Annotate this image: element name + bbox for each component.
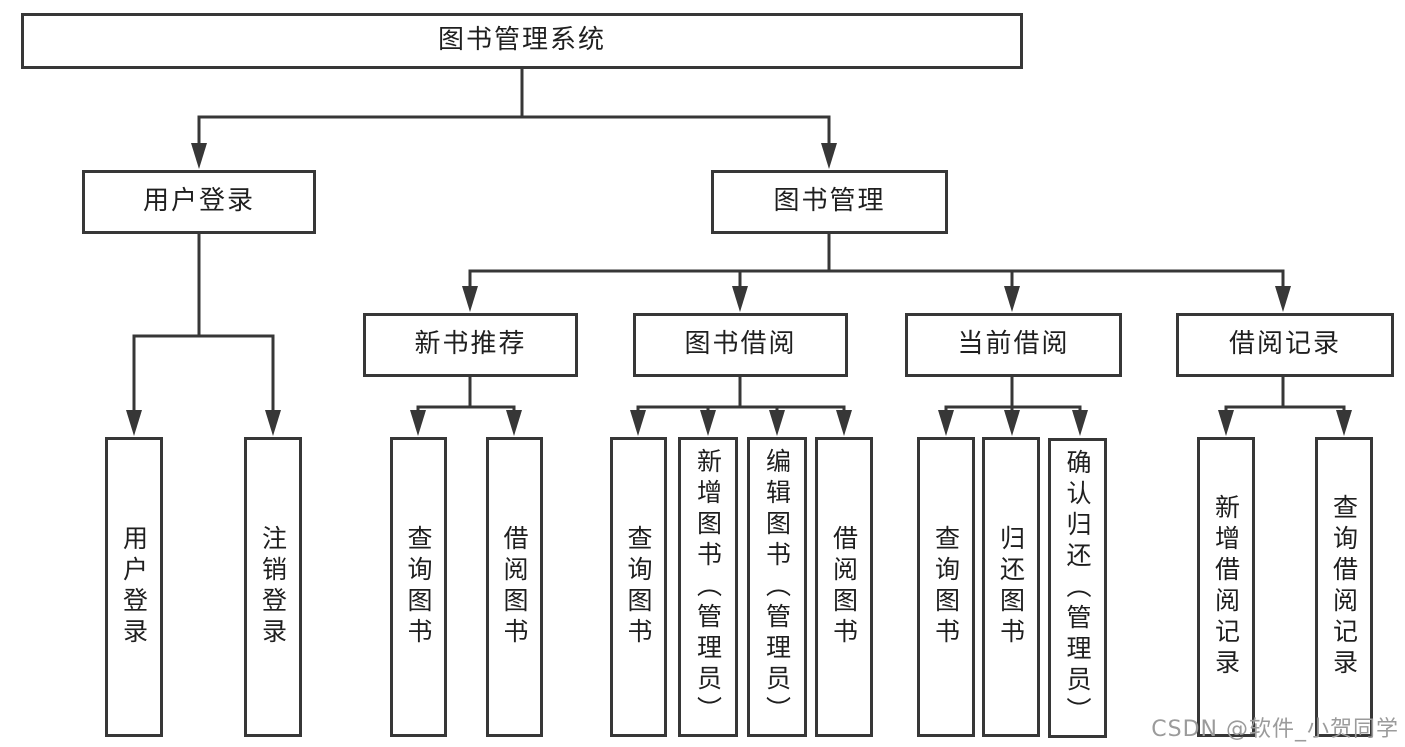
leaf-borrowing-add-books-admin: 新增图书（管理员） — [678, 437, 738, 737]
leaf-current-query-books: 查询图书 — [917, 437, 975, 737]
leaf-borrowing-edit-books-admin: 编辑图书（管理员） — [747, 437, 807, 737]
leaf-current-confirm-return-admin: 确认归还（管理员） — [1048, 438, 1107, 738]
leaf-current-return-books: 归还图书 — [982, 437, 1040, 737]
leaf-user-login: 用户登录 — [105, 437, 163, 737]
leaf-records-query-borrow-record: 查询借阅记录 — [1315, 437, 1373, 737]
node-book-management-branch: 图书管理 — [711, 170, 948, 234]
leaf-borrowing-borrow-books: 借阅图书 — [815, 437, 873, 737]
leaf-logout: 注销登录 — [244, 437, 302, 737]
node-user-login-branch: 用户登录 — [82, 170, 316, 234]
node-root-library-system: 图书管理系统 — [21, 13, 1023, 69]
connector-shafts — [132, 66, 1346, 416]
leaf-records-add-borrow-record: 新增借阅记录 — [1197, 437, 1255, 737]
leaf-recommend-query-books: 查询图书 — [390, 437, 447, 737]
node-new-book-recommend: 新书推荐 — [363, 313, 578, 377]
leaf-recommend-borrow-books: 借阅图书 — [486, 437, 543, 737]
node-current-borrowing: 当前借阅 — [905, 313, 1122, 377]
csdn-watermark: CSDN @软件_小贺同学 — [1151, 717, 1399, 742]
node-borrowing-records: 借阅记录 — [1176, 313, 1394, 377]
arrowheads — [126, 143, 1352, 436]
node-book-borrowing: 图书借阅 — [633, 313, 848, 377]
leaf-borrowing-query-books: 查询图书 — [610, 437, 667, 737]
